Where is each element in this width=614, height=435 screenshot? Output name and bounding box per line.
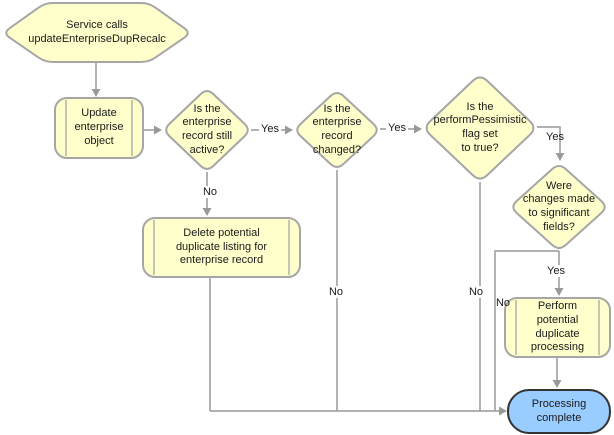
edge-label-yes: Yes: [545, 265, 567, 277]
arrowhead: [285, 125, 293, 135]
arrowhead: [202, 208, 212, 216]
edge-label-yes: Yes: [259, 123, 281, 135]
edge-label-no: No: [326, 286, 346, 298]
delete-duplicate-node-shape: [142, 217, 301, 278]
arrowhead: [554, 288, 564, 296]
arrowhead: [91, 89, 101, 97]
edge-label-yes: Yes: [546, 131, 564, 143]
update-node-shape: [54, 97, 144, 159]
connector-pessimistic-yes: [537, 126, 561, 154]
significant-fields-decision-shape: [512, 165, 606, 249]
processing-complete-node-shape: [507, 389, 611, 434]
arrowhead: [552, 380, 562, 388]
arrowhead: [414, 124, 422, 134]
record-active-decision-shape: [165, 90, 249, 170]
record-changed-decision-shape: [296, 92, 378, 168]
arrowhead: [555, 153, 565, 161]
perform-duplicate-node-shape: [504, 297, 611, 358]
arrowhead: [499, 406, 507, 416]
edge-label-no: No: [200, 186, 220, 198]
connector-fields-no: [494, 250, 559, 411]
edge-label-no: No: [466, 286, 486, 298]
arrowhead: [154, 125, 162, 135]
pessimistic-flag-decision-shape: [425, 76, 535, 180]
start-node-shape: [5, 1, 189, 63]
edge-label-yes: Yes: [386, 122, 408, 134]
edge-label-no: No: [495, 297, 511, 309]
